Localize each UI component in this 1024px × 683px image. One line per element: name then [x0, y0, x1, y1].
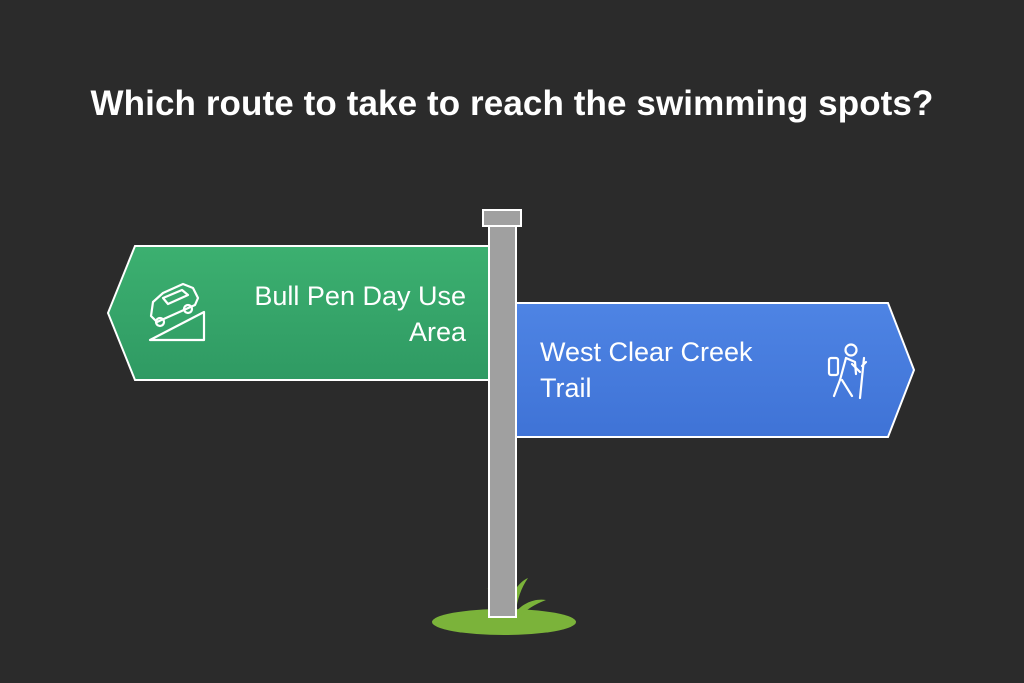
signpost-cap [482, 209, 522, 227]
signpost-pole [488, 222, 517, 618]
right-sign-label-line2: Trail [540, 373, 592, 403]
right-sign-board[interactable] [515, 302, 916, 438]
right-sign-label[interactable]: West Clear Creek Trail [540, 334, 810, 406]
left-sign-label-line1: Bull Pen Day Use [254, 281, 466, 311]
left-sign-board[interactable] [106, 245, 490, 381]
car-on-slope-icon [148, 282, 206, 342]
left-sign-label-line2: Area [408, 317, 466, 347]
page-title: Which route to take to reach the swimmin… [90, 84, 934, 123]
left-sign-label[interactable]: Bull Pen Day Use Area [200, 278, 466, 350]
right-sign-label-line1: West Clear Creek [540, 337, 753, 367]
grass-ground [432, 609, 576, 635]
hiker-icon [827, 343, 868, 400]
